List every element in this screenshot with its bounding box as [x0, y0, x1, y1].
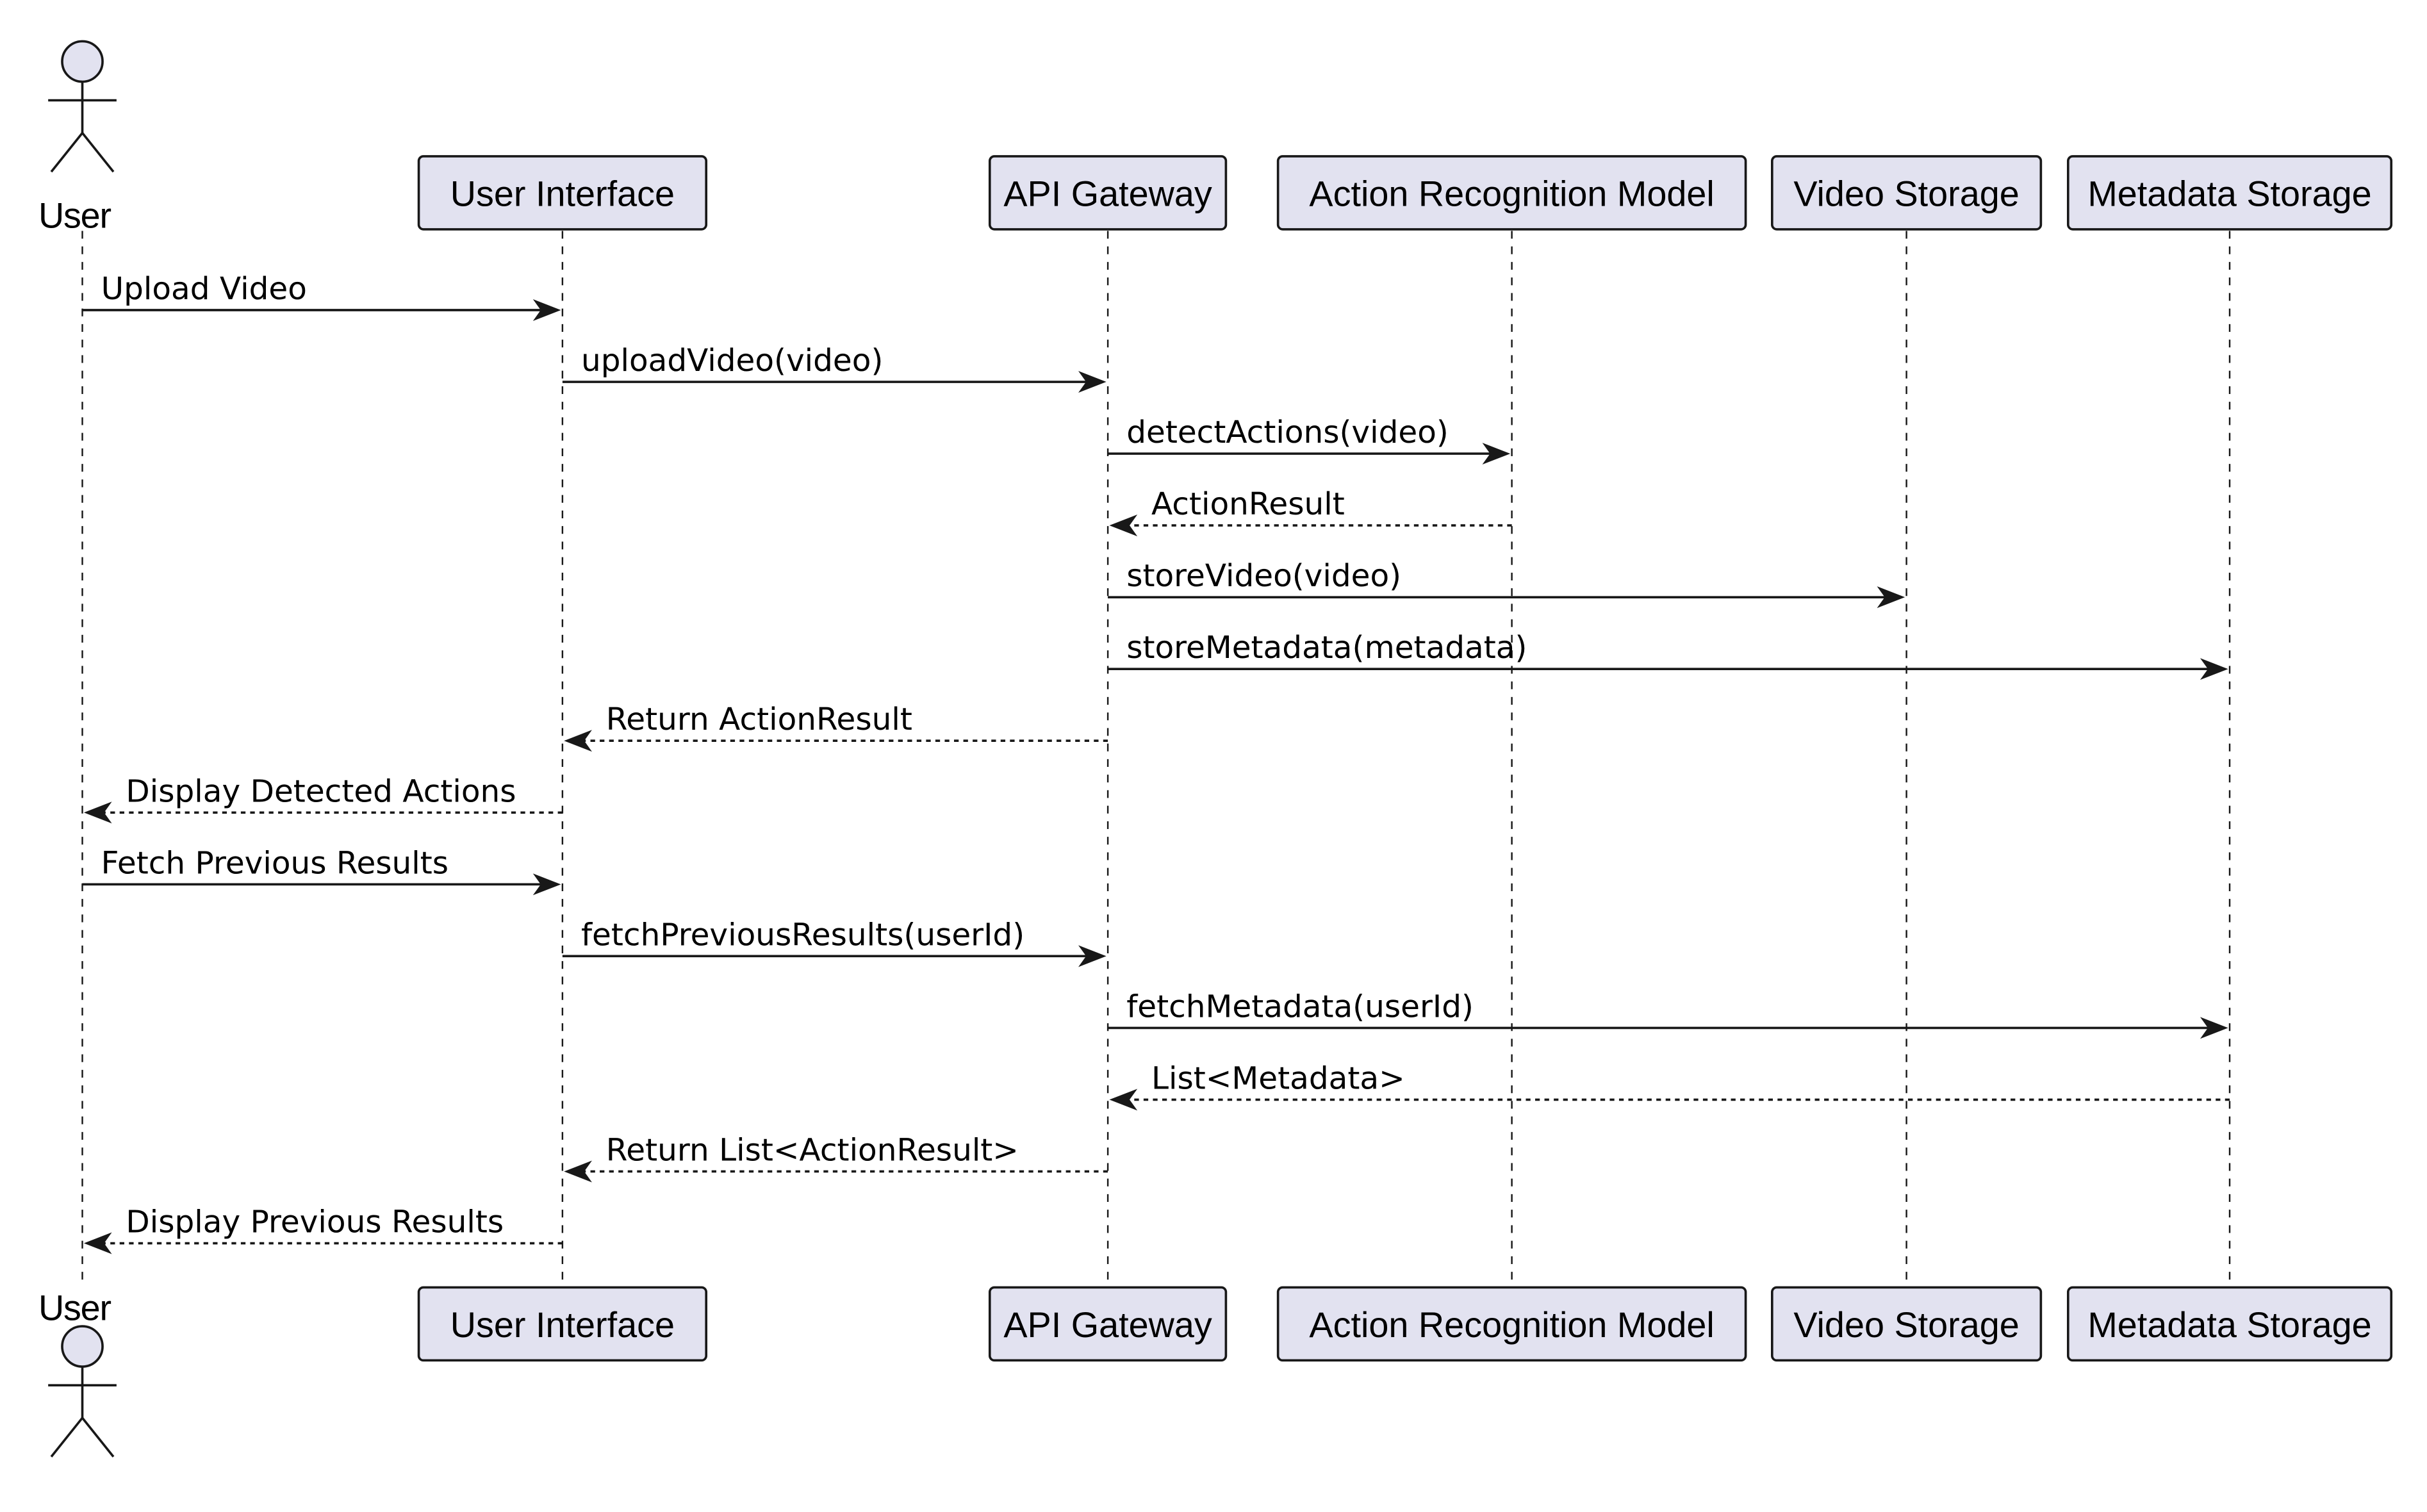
participant-label: Action Recognition Model [1309, 174, 1714, 214]
message-5: storeVideo(video) [1108, 558, 1905, 609]
message-12: List<Metadata> [1109, 1060, 2230, 1111]
participant-box [417, 1286, 708, 1362]
actor-figure-icon [48, 40, 117, 173]
message-label: Display Previous Results [126, 1204, 504, 1240]
participant-box [988, 155, 1228, 231]
arrowhead-icon [564, 1160, 592, 1183]
participants-top: User User Interface API Gateway Action Reco… [38, 40, 2393, 235]
message-4: ActionResult [1109, 486, 1512, 537]
participant-box [1771, 155, 2043, 231]
actor-figure-icon [48, 1325, 117, 1458]
message-2: uploadVideo(video) [562, 343, 1107, 393]
participant-ui-top: User Interface [417, 155, 708, 231]
participant-box [1276, 1286, 1747, 1362]
arrowhead-icon [1482, 443, 1511, 465]
actor-user-bottom: User [38, 1288, 117, 1458]
participant-label: Metadata Storage [2087, 174, 2371, 214]
participant-label: API Gateway [1003, 1305, 1212, 1345]
participant-box [1771, 1286, 2043, 1362]
arrowhead-icon [532, 873, 561, 896]
message-label: Return ActionResult [606, 702, 912, 737]
participant-ui-bottom: User Interface [417, 1286, 708, 1362]
actor-label: User [38, 195, 111, 235]
arrowhead-icon [1078, 371, 1107, 393]
arrowhead-icon [2200, 658, 2228, 680]
participant-box [2066, 1286, 2393, 1362]
message-14: Display Previous Results [83, 1204, 563, 1254]
message-label: Display Detected Actions [126, 773, 516, 809]
message-10: fetchPreviousResults(userId) [562, 917, 1107, 967]
message-label: List<Metadata> [1151, 1060, 1405, 1096]
message-label: Return List<ActionResult> [606, 1132, 1019, 1168]
participant-box [2066, 155, 2393, 231]
arrowhead-icon [532, 299, 561, 321]
participant-label: Action Recognition Model [1309, 1305, 1714, 1345]
participant-vs-top: Video Storage [1771, 155, 2043, 231]
participant-gw-top: API Gateway [988, 155, 1228, 231]
arrowhead-icon [1109, 1089, 1138, 1111]
message-9: Fetch Previous Results [82, 845, 561, 896]
message-label: Upload Video [101, 271, 307, 307]
participant-label: Video Storage [1793, 1305, 2019, 1345]
lifelines [81, 231, 2231, 1288]
actor-label: User [38, 1288, 111, 1327]
message-label: storeVideo(video) [1126, 558, 1401, 594]
message-label: fetchPreviousResults(userId) [581, 917, 1024, 953]
message-label: fetchMetadata(userId) [1126, 989, 1474, 1024]
participant-vs-bottom: Video Storage [1771, 1286, 2043, 1362]
message-label: uploadVideo(video) [581, 343, 883, 379]
participants-bottom: User User Interface API Gateway Action Reco… [38, 1286, 2393, 1458]
participant-label: API Gateway [1003, 174, 1212, 214]
message-7: Return ActionResult [564, 702, 1108, 752]
arrowhead-icon [564, 730, 592, 752]
participant-ms-bottom: Metadata Storage [2066, 1286, 2393, 1362]
messages: Upload Video uploadVideo(video) detectActi… [82, 271, 2230, 1254]
message-6: storeMetadata(metadata) [1108, 630, 2228, 680]
participant-box [1276, 155, 1747, 231]
message-11: fetchMetadata(userId) [1108, 989, 2228, 1039]
participant-ms-top: Metadata Storage [2066, 155, 2393, 231]
participant-label: User Interface [450, 174, 675, 214]
message-8: Display Detected Actions [83, 773, 563, 824]
message-label: ActionResult [1151, 486, 1345, 522]
message-label: storeMetadata(metadata) [1126, 630, 1527, 666]
participant-label: User Interface [450, 1305, 675, 1345]
message-label: detectActions(video) [1126, 415, 1449, 450]
message-3: detectActions(video) [1108, 415, 1511, 465]
arrowhead-icon [2200, 1017, 2228, 1039]
arrowhead-icon [1078, 945, 1107, 967]
participant-arm-top: Action Recognition Model [1276, 155, 1747, 231]
message-label: Fetch Previous Results [101, 845, 448, 881]
participant-box [988, 1286, 1228, 1362]
participant-gw-bottom: API Gateway [988, 1286, 1228, 1362]
arrowhead-icon [1877, 586, 1905, 609]
arrowhead-icon [83, 801, 112, 824]
message-1: Upload Video [82, 271, 561, 321]
participant-arm-bottom: Action Recognition Model [1276, 1286, 1747, 1362]
participant-label: Metadata Storage [2087, 1305, 2371, 1345]
participant-box [417, 155, 708, 231]
arrowhead-icon [83, 1232, 112, 1254]
arrowhead-icon [1109, 514, 1138, 537]
participant-label: Video Storage [1793, 174, 2019, 214]
actor-user-top: User [38, 40, 117, 235]
message-13: Return List<ActionResult> [564, 1132, 1108, 1183]
